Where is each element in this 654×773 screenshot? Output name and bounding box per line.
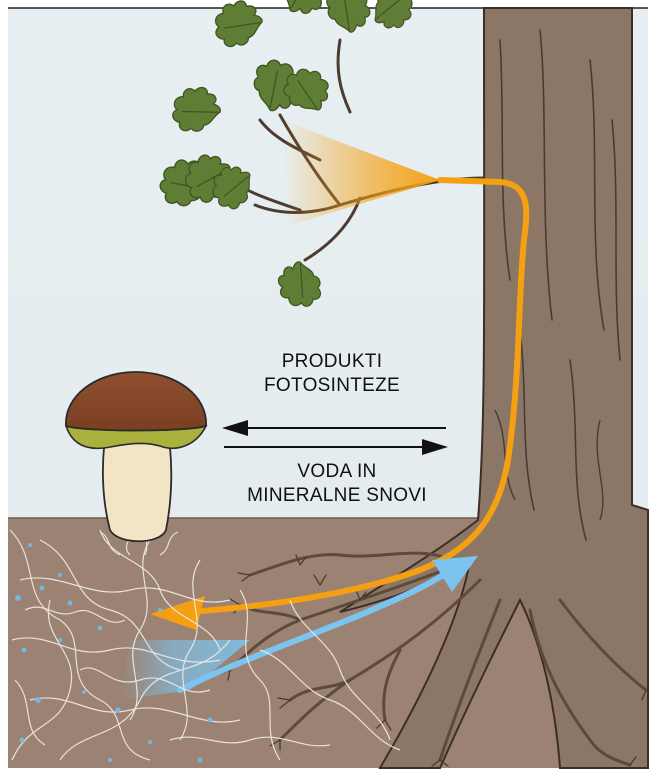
label-photosynthesis-products: PRODUKTI FOTOSINTEZE [232, 350, 432, 398]
label-top-line2: FOTOSINTEZE [232, 374, 432, 398]
label-top-line1: PRODUKTI [232, 350, 432, 374]
label-bottom-line2: MINERALNE SNOVI [212, 484, 462, 508]
label-water-minerals: VODA IN MINERALNE SNOVI [212, 460, 462, 508]
label-bottom-line1: VODA IN [212, 460, 462, 484]
